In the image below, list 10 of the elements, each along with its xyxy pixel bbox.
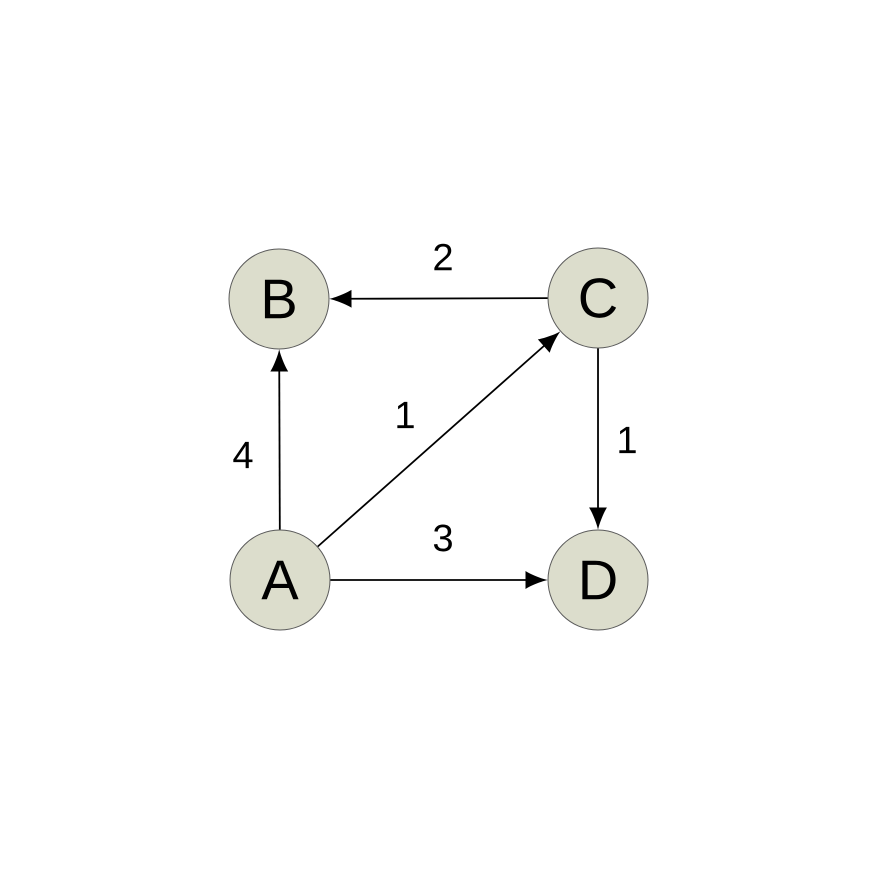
arrow	[317, 332, 559, 548]
arrow	[590, 348, 606, 527]
edge-label: 2	[434, 244, 452, 270]
edge-label: 4	[233, 442, 252, 468]
edge-label: 3	[434, 524, 452, 552]
arrow	[330, 572, 545, 588]
edge-label: 1	[619, 426, 636, 454]
edge-label: 1	[397, 402, 414, 428]
arrow	[271, 352, 288, 530]
arrow	[332, 290, 548, 308]
